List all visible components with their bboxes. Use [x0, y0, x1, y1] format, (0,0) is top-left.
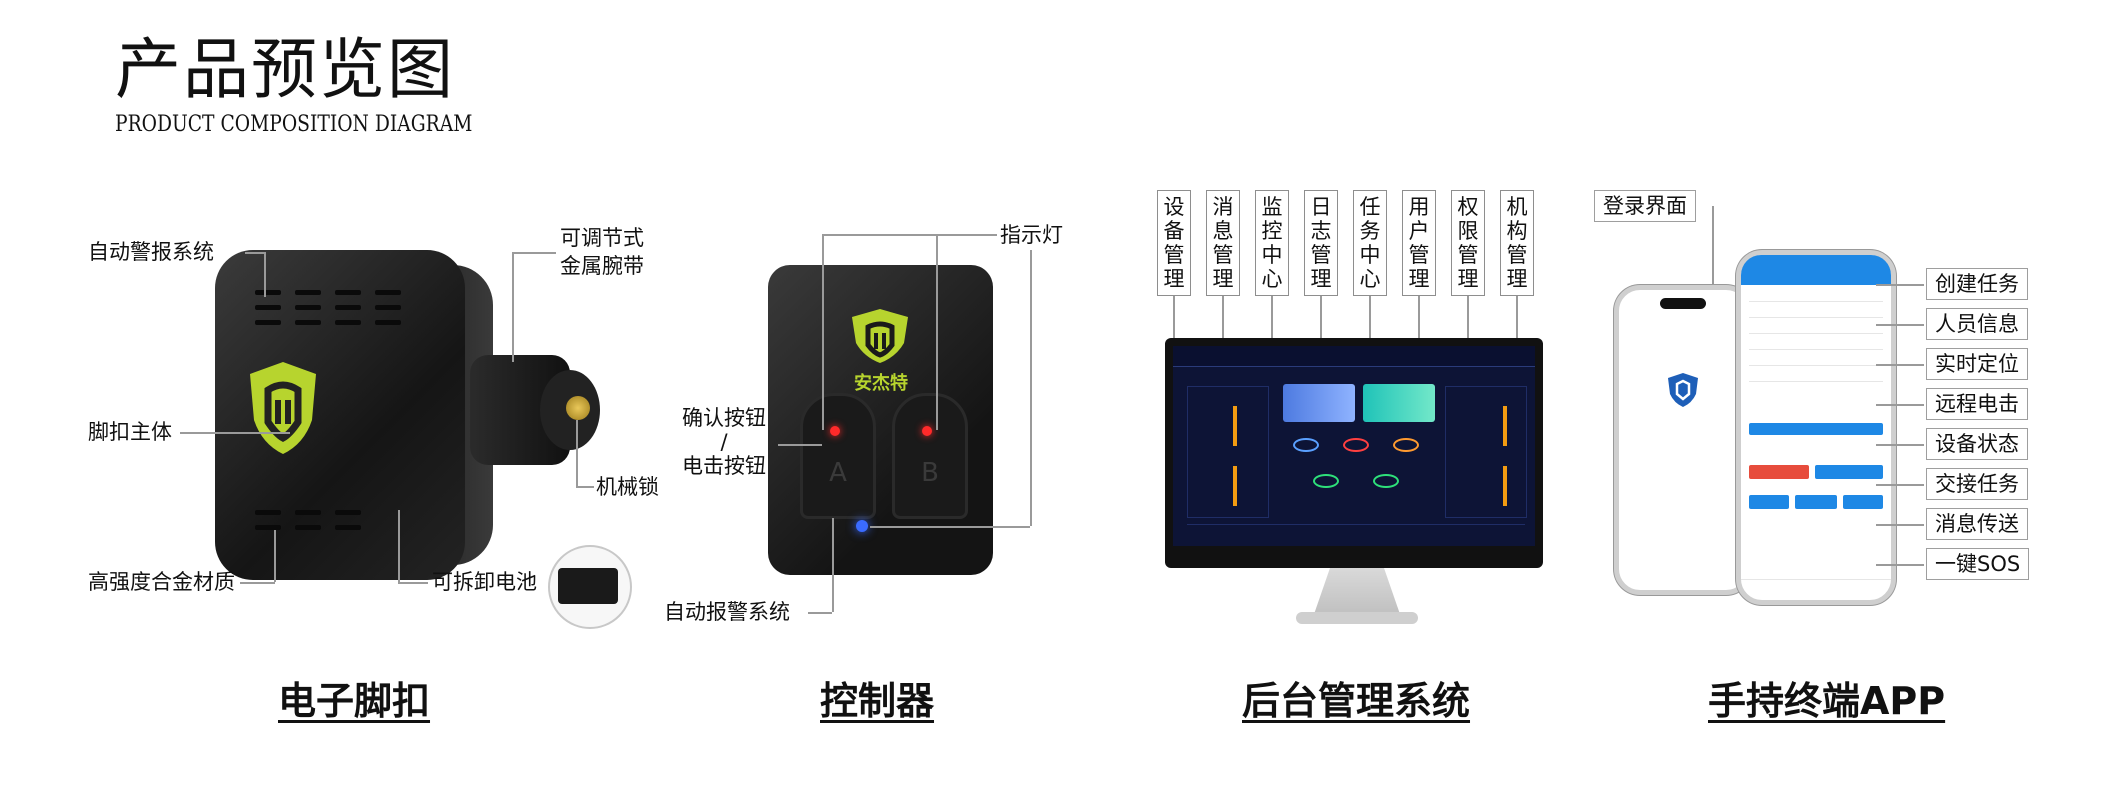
- monitor-base: [1296, 612, 1418, 624]
- login-phone: [1614, 285, 1752, 595]
- main-phone: [1736, 250, 1896, 605]
- label-anklet-main: 脚扣主体: [88, 420, 172, 444]
- page-subtitle: PRODUCT COMPOSITION DIAGRAM: [115, 112, 473, 137]
- controller-button-a[interactable]: A: [800, 393, 876, 519]
- module-device-mgmt: 设备管理: [1157, 190, 1191, 296]
- module-task-center: 任务中心: [1353, 190, 1387, 296]
- indicator-light-icon: [856, 520, 868, 532]
- label-slash: /: [720, 430, 728, 454]
- label-alloy-material: 高强度合金材质: [88, 570, 235, 594]
- anklet-body-image: [215, 250, 465, 580]
- monitor-stand: [1312, 568, 1402, 620]
- feature-message: 消息传送: [1926, 508, 2028, 540]
- feature-handover-task: 交接任务: [1926, 468, 2028, 500]
- label-alarm-system: 自动警报系统: [88, 240, 214, 264]
- shield-logo-icon: [852, 309, 908, 363]
- feature-realtime-location: 实时定位: [1926, 348, 2028, 380]
- section-title-app: 手持终端APP: [1708, 679, 1946, 723]
- shield-logo-icon: [1668, 373, 1698, 407]
- controller-image: 安杰特 A B: [768, 265, 993, 575]
- controller-button-b[interactable]: B: [892, 393, 968, 519]
- feature-person-info: 人员信息: [1926, 308, 2028, 340]
- monitor-image: [1165, 338, 1543, 568]
- label-removable-battery: 可拆卸电池: [432, 570, 537, 594]
- label-shock-button: 电击按钮: [682, 454, 766, 478]
- page-title: 产品预览图: [115, 31, 455, 108]
- module-log-mgmt: 日志管理: [1304, 190, 1338, 296]
- label-indicator: 指示灯: [1000, 223, 1063, 247]
- dashboard-screen: [1173, 346, 1535, 546]
- label-adjustable-strap: 可调节式 金属腕带: [560, 226, 644, 278]
- label-mechanical-lock: 机械锁: [596, 475, 659, 499]
- module-org-mgmt: 机构管理: [1500, 190, 1534, 296]
- feature-sos: 一键SOS: [1926, 548, 2030, 580]
- shield-logo-icon: [250, 362, 316, 454]
- label-confirm-button: 确认按钮: [682, 406, 766, 430]
- feature-create-task: 创建任务: [1926, 268, 2028, 300]
- lock-image: [566, 396, 590, 420]
- module-monitor-center: 监控中心: [1255, 190, 1289, 296]
- section-title-backend: 后台管理系统: [1242, 679, 1471, 723]
- label-auto-alarm: 自动报警系统: [664, 600, 790, 624]
- section-title-anklet: 电子脚扣: [278, 679, 431, 723]
- module-permission-mgmt: 权限管理: [1451, 190, 1485, 296]
- section-title-controller: 控制器: [820, 679, 935, 723]
- feature-device-status: 设备状态: [1926, 428, 2028, 460]
- module-message-mgmt: 消息管理: [1206, 190, 1240, 296]
- label-login-screen: 登录界面: [1594, 190, 1696, 222]
- module-user-mgmt: 用户管理: [1402, 190, 1436, 296]
- battery-image: [558, 568, 618, 604]
- controller-brand: 安杰特: [854, 373, 908, 394]
- feature-remote-shock: 远程电击: [1926, 388, 2028, 420]
